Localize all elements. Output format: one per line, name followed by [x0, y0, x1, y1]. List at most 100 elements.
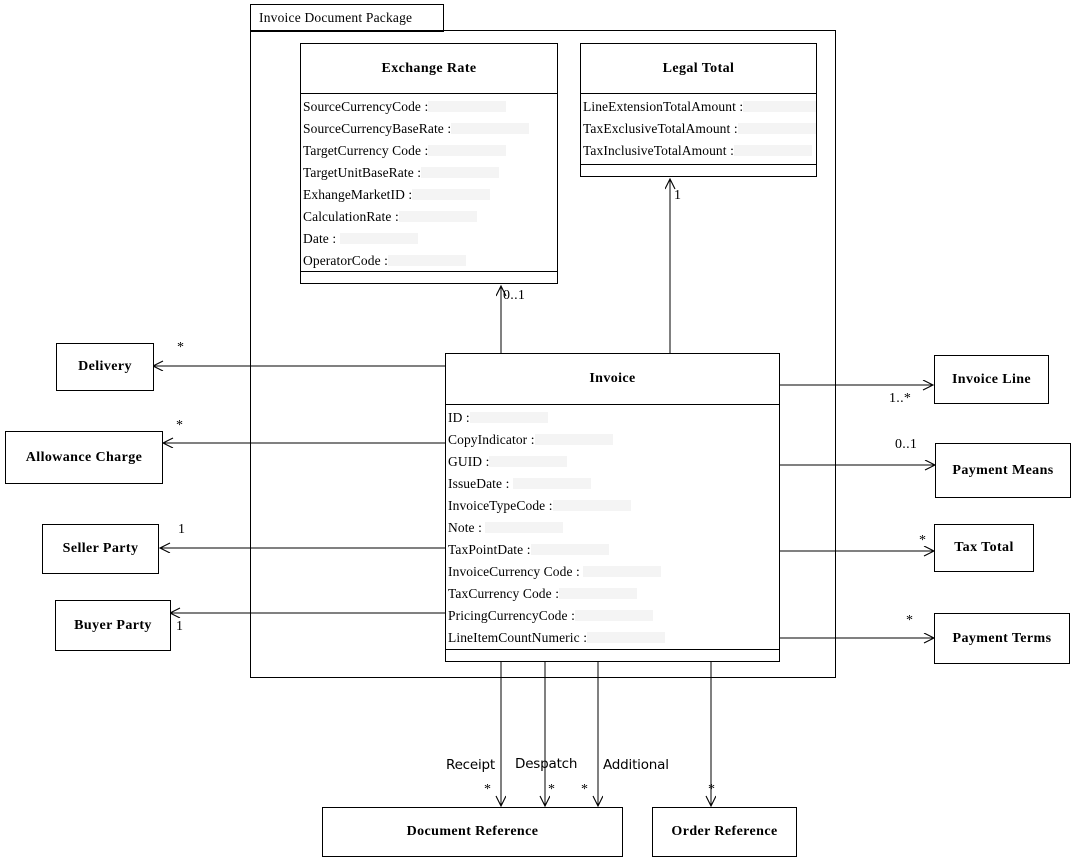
attribute-row: TargetCurrency Code :	[303, 140, 557, 162]
attribute-label: TaxExclusiveTotalAmount :	[583, 121, 738, 136]
attribute-row: LineExtensionTotalAmount :	[583, 96, 816, 118]
multiplicity-allowance-charge: *	[176, 418, 184, 433]
class-invoice-line[interactable]: Invoice Line	[934, 355, 1049, 404]
package-frame	[250, 31, 836, 678]
attribute-row: TargetUnitBaseRate :	[303, 162, 557, 184]
role-label-receipt: Receipt	[446, 757, 496, 773]
class-order-reference[interactable]: Order Reference	[652, 807, 797, 857]
class-exchange-rate-header: Exchange Rate	[301, 44, 557, 94]
class-document-reference[interactable]: Document Reference	[322, 807, 623, 857]
attribute-value-placeholder	[388, 255, 466, 266]
attribute-label: TaxInclusiveTotalAmount :	[583, 143, 734, 158]
attribute-label: SourceCurrencyCode :	[303, 99, 429, 114]
attribute-row: TaxPointDate :	[448, 539, 779, 561]
class-legal-total-title: Legal Total	[662, 60, 735, 76]
multiplicity-seller-party: 1	[178, 522, 186, 537]
attribute-label: ID :	[448, 410, 470, 425]
class-invoice-operations	[446, 650, 779, 661]
attribute-value-placeholder	[489, 456, 568, 467]
class-tax-total-title: Tax Total	[954, 540, 1014, 555]
attribute-value-placeholder	[733, 145, 812, 156]
class-allowance-charge[interactable]: Allowance Charge	[5, 431, 163, 484]
class-order-reference-title: Order Reference	[671, 824, 778, 839]
multiplicity-legal-total: 1	[674, 188, 682, 203]
class-seller-party[interactable]: Seller Party	[42, 524, 159, 574]
class-legal-total-header: Legal Total	[581, 44, 816, 94]
class-invoice-attributes: ID : CopyIndicator : GUID : IssueDate : …	[446, 405, 779, 650]
attribute-row: SourceCurrencyCode :	[303, 96, 557, 118]
class-payment-means-title: Payment Means	[952, 462, 1054, 478]
class-invoice-title: Invoice	[589, 371, 636, 386]
attribute-row: SourceCurrencyBaseRate :	[303, 118, 557, 140]
class-payment-terms-title: Payment Terms	[952, 630, 1052, 646]
attribute-label: TaxCurrency Code :	[448, 586, 560, 601]
multiplicity-payment-means: 0..1	[895, 437, 918, 452]
attribute-value-placeholder	[398, 211, 477, 222]
class-invoice-line-title: Invoice Line	[951, 371, 1032, 387]
attribute-row: ExhangeMarketID :	[303, 184, 557, 206]
attribute-value-placeholder	[583, 566, 662, 577]
multiplicity-buyer-party: 1	[176, 619, 184, 634]
multiplicity-receipt: *	[484, 782, 492, 797]
attribute-row: ID :	[448, 407, 779, 429]
class-buyer-party[interactable]: Buyer Party	[55, 600, 171, 651]
class-tax-total[interactable]: Tax Total	[934, 524, 1034, 572]
class-buyer-party-title: Buyer Party	[74, 617, 152, 633]
class-allowance-charge-title: Allowance Charge	[25, 449, 143, 465]
attribute-label: InvoiceCurrency Code :	[448, 564, 584, 579]
class-delivery[interactable]: Delivery	[56, 343, 154, 391]
attribute-row: InvoiceCurrency Code :	[448, 561, 779, 583]
attribute-label: LineExtensionTotalAmount :	[583, 99, 744, 114]
attribute-row: LineItemCountNumeric :	[448, 627, 779, 649]
class-legal-total[interactable]: Legal Total LineExtensionTotalAmount : T…	[580, 43, 817, 177]
class-legal-total-operations	[581, 165, 816, 176]
multiplicity-payment-terms: *	[906, 613, 914, 628]
class-delivery-title: Delivery	[78, 359, 132, 374]
attribute-value-placeholder	[574, 610, 653, 621]
attribute-label: LineItemCountNumeric :	[448, 630, 588, 645]
package-label-tab: Invoice Document Package	[250, 4, 444, 32]
attribute-row: IssueDate :	[448, 473, 779, 495]
attribute-label: PricingCurrencyCode :	[448, 608, 575, 623]
attribute-label: GUID :	[448, 454, 490, 469]
attribute-label: IssueDate :	[448, 476, 513, 491]
attribute-row: GUID :	[448, 451, 779, 473]
attribute-label: TaxPointDate :	[448, 542, 531, 557]
multiplicity-invoice-line: 1..*	[889, 391, 912, 406]
attribute-row: OperatorCode :	[303, 250, 557, 271]
attribute-value-placeholder	[559, 588, 638, 599]
multiplicity-tax-total: *	[919, 533, 927, 548]
attribute-value-placeholder	[743, 101, 816, 112]
package-label: Invoice Document Package	[259, 9, 413, 25]
attribute-row: InvoiceTypeCode :	[448, 495, 779, 517]
attribute-value-placeholder	[737, 123, 816, 134]
class-exchange-rate-title: Exchange Rate	[381, 60, 477, 76]
attribute-value-placeholder	[512, 478, 591, 489]
class-exchange-rate-operations	[301, 272, 557, 283]
role-label-despatch: Despatch	[515, 756, 578, 772]
attribute-value-placeholder	[412, 189, 491, 200]
attribute-row: CopyIndicator :	[448, 429, 779, 451]
multiplicity-exchange-rate: 0..1	[503, 288, 526, 303]
class-invoice[interactable]: Invoice ID : CopyIndicator : GUID : Issu…	[445, 353, 780, 662]
attribute-label: InvoiceTypeCode :	[448, 498, 553, 513]
attribute-row: TaxCurrency Code :	[448, 583, 779, 605]
attribute-label: TargetUnitBaseRate :	[303, 165, 422, 180]
attribute-label: Date :	[303, 231, 340, 246]
attribute-label: TargetCurrency Code :	[303, 143, 429, 158]
attribute-value-placeholder	[339, 233, 418, 244]
role-label-additional: Additional	[603, 757, 669, 773]
attribute-row: TaxExclusiveTotalAmount :	[583, 118, 816, 140]
class-exchange-rate-attributes: SourceCurrencyCode : SourceCurrencyBaseR…	[301, 94, 557, 272]
attribute-value-placeholder	[552, 500, 631, 511]
class-exchange-rate[interactable]: Exchange Rate SourceCurrencyCode : Sourc…	[300, 43, 558, 284]
multiplicity-order-reference: *	[708, 782, 716, 797]
attribute-value-placeholder	[587, 632, 666, 643]
attribute-value-placeholder	[451, 123, 530, 134]
attribute-row: Date :	[303, 228, 557, 250]
class-payment-means[interactable]: Payment Means	[935, 443, 1071, 498]
attribute-value-placeholder	[428, 145, 507, 156]
attribute-value-placeholder	[534, 434, 613, 445]
class-payment-terms[interactable]: Payment Terms	[934, 613, 1070, 664]
